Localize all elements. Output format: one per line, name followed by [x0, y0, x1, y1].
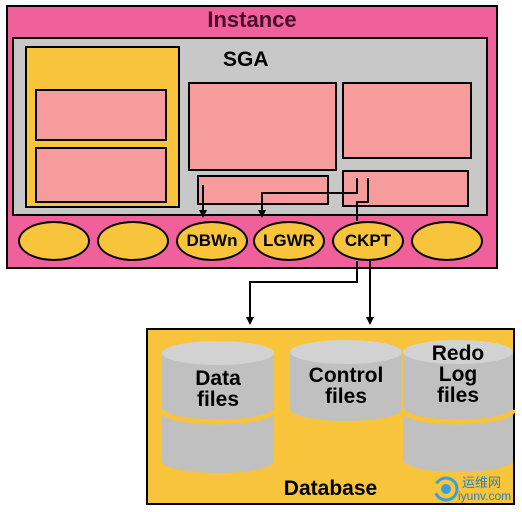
- buffer-cache-block: [188, 82, 337, 171]
- instance-title: Instance: [207, 7, 297, 32]
- control-files-cylinder: [290, 340, 402, 421]
- arrowheads: [199, 210, 374, 325]
- sga-title: SGA: [223, 48, 269, 71]
- process-ellipse-6: [411, 221, 483, 261]
- data-files-label: Data files: [195, 367, 241, 411]
- memory-block-3: [342, 82, 472, 159]
- memory-block-4: [342, 170, 469, 207]
- process-lgwr: LGWR: [253, 221, 325, 261]
- watermark-logo: 运维网 iyunv.com: [432, 472, 518, 506]
- process-dbwn: DBWn: [176, 221, 248, 261]
- flow-lines: [202, 178, 371, 318]
- watermark-cn-text: 运维网: [462, 476, 502, 491]
- memory-block-2: [35, 147, 167, 203]
- redo-log-files-label: Redo Log files: [431, 342, 485, 407]
- database-title: Database: [283, 477, 378, 500]
- memory-block-1: [35, 89, 167, 141]
- background-processes-row: [12, 216, 488, 266]
- data-files-cylinder: [159, 341, 277, 473]
- process-ellipse-1: [18, 221, 90, 261]
- watermark-url-text: iyunv.com: [458, 489, 512, 503]
- redo-log-files-cylinder: [400, 340, 516, 472]
- control-files-label: Control files: [308, 364, 384, 408]
- process-ellipse-2: [97, 221, 169, 261]
- process-ckpt: CKPT: [332, 221, 404, 261]
